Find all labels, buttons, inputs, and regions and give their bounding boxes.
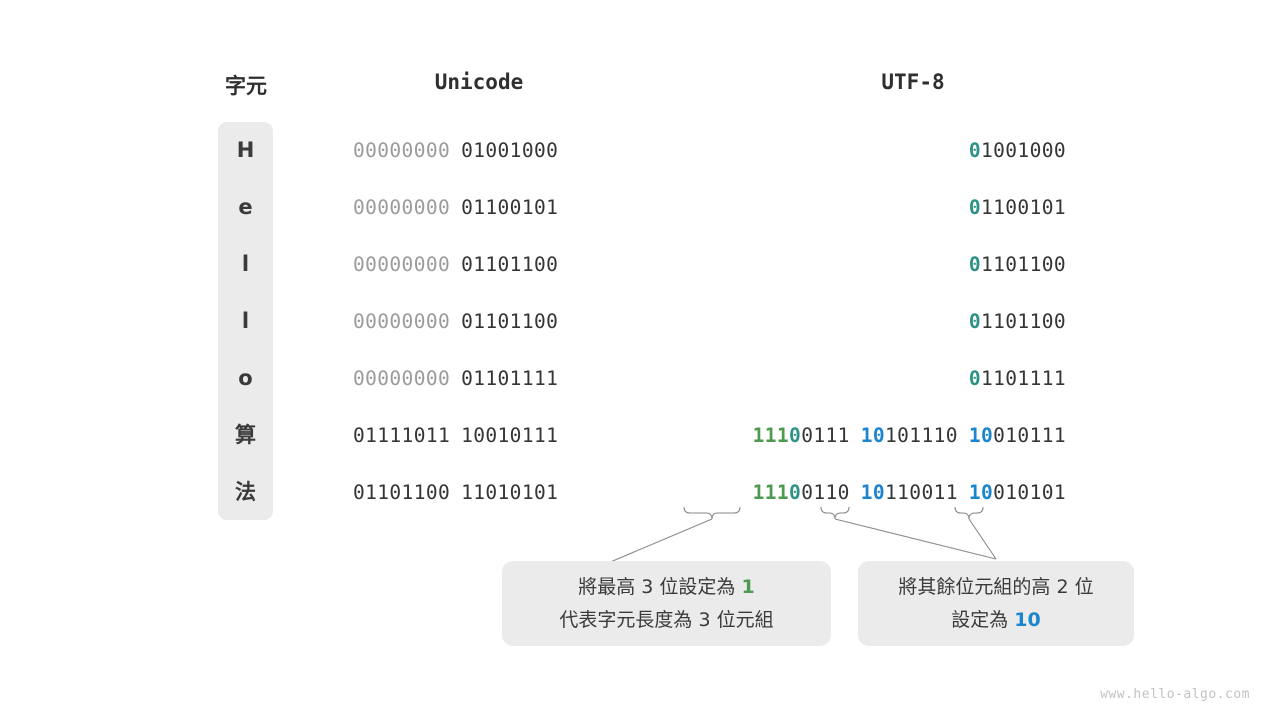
annotation-left-line2: 代表字元長度為 3 位元組: [559, 608, 774, 631]
annotation-right-line2-text: 設定為: [951, 608, 1015, 631]
utf8-byte-1-part-1: 111: [752, 424, 790, 447]
annotation-left-line1-text: 將最高 3 位設定為: [578, 575, 742, 598]
utf8-bits: 01101111: [640, 350, 1066, 407]
column-header-utf8: UTF-8: [881, 70, 945, 94]
unicode-bits: 00000000 01101111: [353, 350, 605, 407]
watermark: www.hello-algo.com: [1100, 687, 1250, 702]
leader-right-note-b: [968, 518, 997, 560]
unicode-byte-2: 01001000: [461, 139, 559, 162]
leader-right-note-a: [834, 518, 997, 560]
character-cell: l: [241, 309, 250, 333]
utf8-byte-2-part-2: 101110: [885, 424, 958, 447]
unicode-bits: 01101100 11010101: [353, 464, 605, 521]
utf8-byte-1-part-3: 0110: [801, 481, 850, 504]
annotation-right-line2: 設定為 10: [951, 604, 1041, 637]
utf8-byte-3-part-1: 10: [968, 424, 994, 447]
utf8-byte-3-part-2: 010111: [993, 424, 1066, 447]
utf8-byte-3-part-2: 010101: [993, 481, 1066, 504]
unicode-bits: 01111011 10010111: [353, 407, 605, 464]
annotation-right-line1: 將其餘位元組的高 2 位: [898, 575, 1094, 598]
character-cell: 法: [235, 480, 256, 504]
column-header-character: 字元: [225, 74, 267, 98]
utf8-byte-2-part-1: 10: [860, 424, 886, 447]
unicode-byte-1: 00000000: [353, 367, 451, 390]
annotation-continuation-bits: 將其餘位元組的高 2 位 設定為 10: [858, 561, 1134, 646]
unicode-bits: 00000000 01101100: [353, 293, 605, 350]
unicode-byte-2: 01100101: [461, 196, 559, 219]
unicode-byte-1: 00000000: [353, 310, 451, 333]
utf8-byte-1-part-1: 0: [968, 139, 982, 162]
character-cell: l: [241, 252, 250, 276]
unicode-bits: 00000000 01100101: [353, 179, 605, 236]
utf8-byte-1-part-1: 0: [968, 310, 982, 333]
utf8-byte-1-part-2: 1101111: [981, 367, 1066, 390]
annotation-left-line1: 將最高 3 位設定為 1: [578, 571, 754, 604]
unicode-byte-1: 01111011: [353, 424, 451, 447]
utf8-byte-1-part-1: 0: [968, 367, 982, 390]
character-cell: e: [238, 195, 253, 219]
utf8-byte-1-part-2: 1001000: [981, 139, 1066, 162]
utf8-byte-1-part-3: 0111: [801, 424, 850, 447]
leader-left-note: [607, 518, 713, 564]
utf8-bits: 01101100: [640, 293, 1066, 350]
utf8-byte-1-part-2: 0: [789, 424, 802, 447]
utf8-byte-2-part-1: 10: [860, 481, 886, 504]
unicode-byte-1: 00000000: [353, 139, 451, 162]
annotation-left-highlight: 1: [741, 575, 755, 598]
utf8-byte-1-part-1: 0: [968, 253, 982, 276]
character-cell: 算: [235, 423, 256, 447]
column-header-unicode: Unicode: [434, 70, 524, 94]
utf8-byte-1-part-2: 1101100: [981, 310, 1066, 333]
utf8-byte-1-part-2: 1100101: [981, 196, 1066, 219]
utf8-byte-3-part-1: 10: [968, 481, 994, 504]
utf8-byte-1-part-2: 1101100: [981, 253, 1066, 276]
utf8-bits: 01100101: [640, 179, 1066, 236]
utf8-byte-1-part-1: 111: [752, 481, 790, 504]
unicode-byte-1: 00000000: [353, 253, 451, 276]
unicode-byte-2: 10010111: [461, 424, 559, 447]
utf8-byte-1-part-1: 0: [968, 196, 982, 219]
unicode-byte-2: 11010101: [461, 481, 559, 504]
annotation-right-highlight: 10: [1014, 608, 1041, 631]
unicode-byte-2: 01101100: [461, 310, 559, 333]
unicode-byte-2: 01101111: [461, 367, 559, 390]
utf8-byte-2-part-2: 110011: [885, 481, 958, 504]
character-cell: o: [238, 366, 253, 390]
unicode-bits: 00000000 01001000: [353, 122, 605, 179]
unicode-bits: 00000000 01101100: [353, 236, 605, 293]
utf8-byte-1-part-2: 0: [789, 481, 802, 504]
unicode-byte-1: 00000000: [353, 196, 451, 219]
annotation-leading-bits: 將最高 3 位設定為 1 代表字元長度為 3 位元組: [502, 561, 831, 646]
utf8-bits: 01001000: [640, 122, 1066, 179]
utf8-bits: 01101100: [640, 236, 1066, 293]
unicode-byte-1: 01101100: [353, 481, 451, 504]
unicode-byte-2: 01101100: [461, 253, 559, 276]
character-cell: H: [236, 138, 255, 162]
